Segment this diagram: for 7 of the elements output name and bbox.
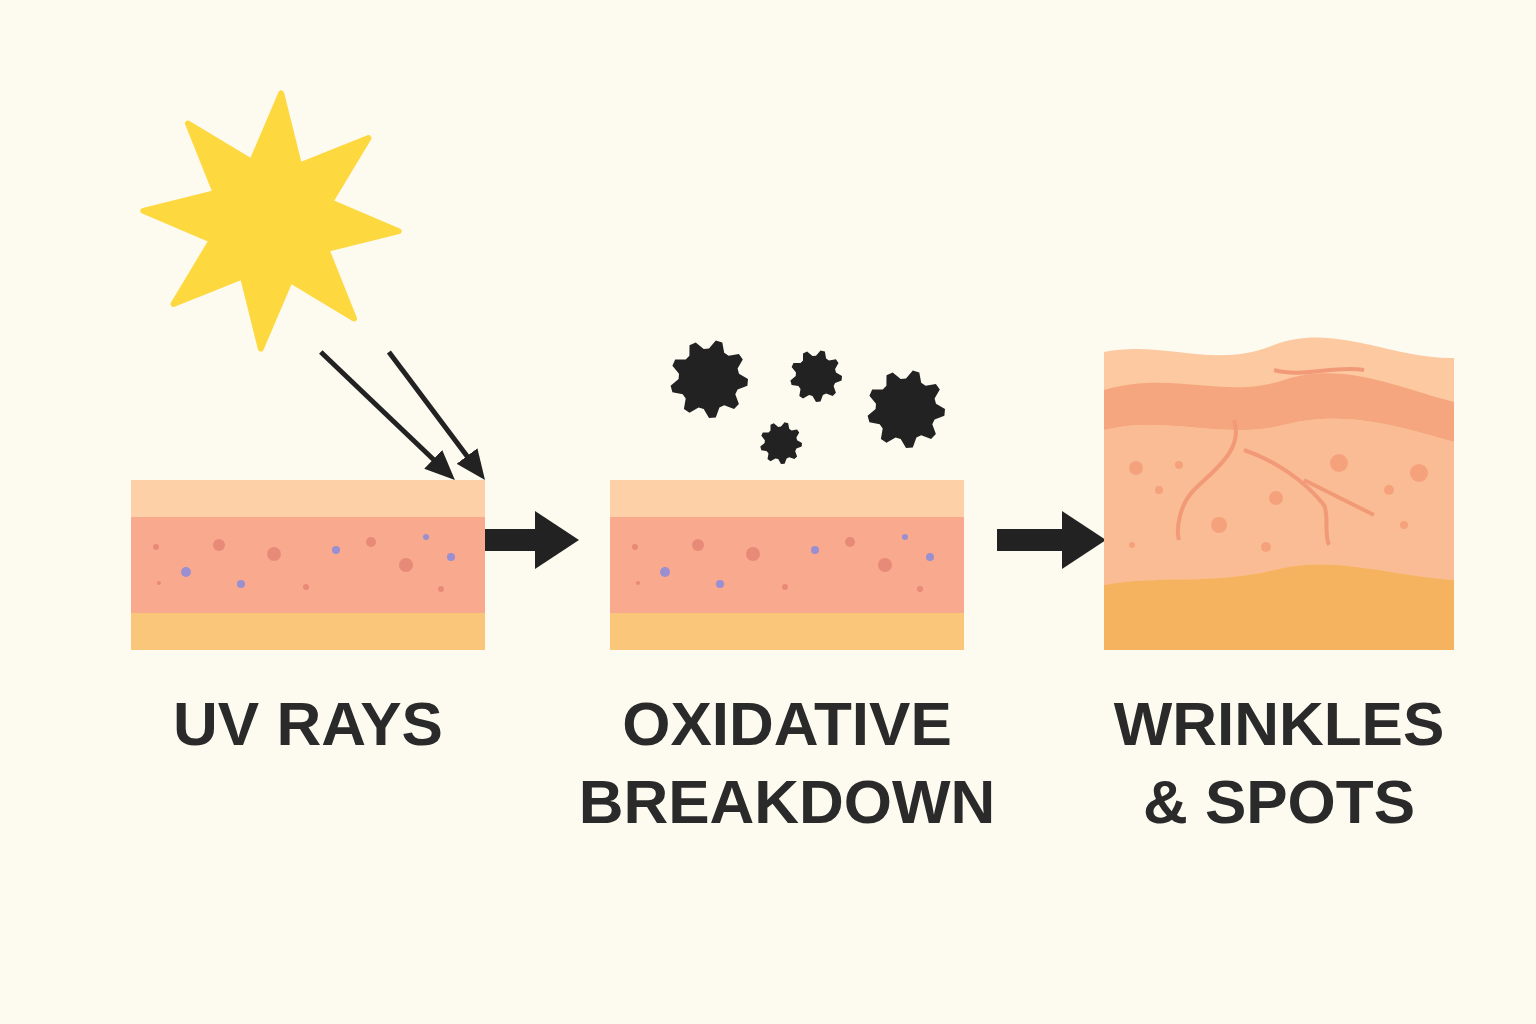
stage-label: WRINKLES & SPOTS bbox=[1112, 688, 1446, 838]
stage-label: UV RAYS bbox=[172, 688, 444, 760]
arrow bbox=[319, 350, 455, 480]
arrow bbox=[386, 350, 485, 480]
arrow bbox=[997, 511, 1106, 569]
arrow bbox=[485, 511, 579, 569]
stage-label: OXIDATIVE BREAKDOWN bbox=[577, 688, 997, 838]
